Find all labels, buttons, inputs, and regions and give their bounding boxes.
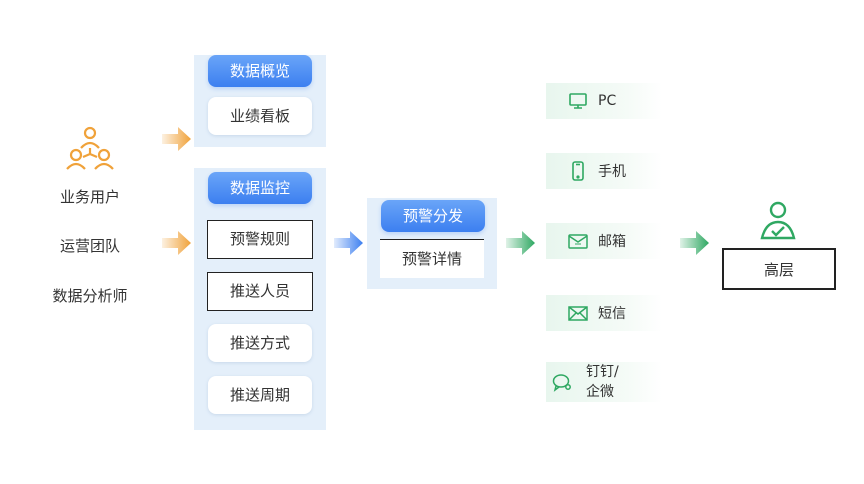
panel-header: 预警分发 [381, 200, 485, 232]
chat-icon [552, 374, 571, 392]
alert-distribution-panel: 预警分发 预警详情 [367, 198, 497, 289]
panel-item: 预警规则 [207, 220, 313, 259]
panel-header: 数据监控 [208, 172, 312, 204]
channel-label: 邮箱 [598, 234, 626, 250]
channel-label: 短信 [598, 306, 626, 322]
panel-item: 预警详情 [380, 239, 484, 278]
channel-dingtalk-wecom: 钉钉/ 企微 [546, 362, 662, 402]
arrow-right-icon [334, 231, 363, 255]
email-icon [568, 234, 588, 249]
channel-sms: 短信 [546, 295, 662, 331]
data-overview-panel: 数据概览 业绩看板 [194, 55, 326, 147]
channel-label: PC [598, 93, 617, 109]
user-label-operations: 运营团队 [59, 237, 120, 255]
arrow-right-icon [506, 231, 535, 255]
user-label-business: 业务用户 [59, 188, 120, 206]
arrow-right-icon [162, 127, 191, 151]
top-management-box: 高层 [722, 248, 836, 290]
sms-icon [568, 306, 588, 321]
panel-header: 数据概览 [208, 55, 312, 87]
monitor-icon [569, 93, 587, 109]
user-label-analyst: 数据分析师 [52, 287, 128, 305]
user-group-icon [66, 126, 114, 170]
channel-label: 企微 [586, 384, 614, 400]
channel-label: 钉钉/ [586, 364, 619, 380]
phone-icon [572, 161, 584, 181]
data-monitor-panel: 数据监控 预警规则 推送人员 推送方式 推送周期 [194, 168, 326, 430]
panel-item: 推送周期 [208, 376, 312, 414]
channel-mobile: 手机 [546, 153, 662, 189]
panel-item: 推送人员 [207, 272, 313, 311]
channel-email: 邮箱 [546, 223, 662, 259]
channel-pc: PC [546, 83, 662, 119]
panel-item: 业绩看板 [208, 97, 312, 135]
panel-item: 推送方式 [208, 324, 312, 362]
channel-label: 手机 [598, 164, 626, 180]
manager-icon [760, 201, 796, 240]
arrow-right-icon [680, 231, 709, 255]
arrow-right-icon [162, 231, 191, 255]
